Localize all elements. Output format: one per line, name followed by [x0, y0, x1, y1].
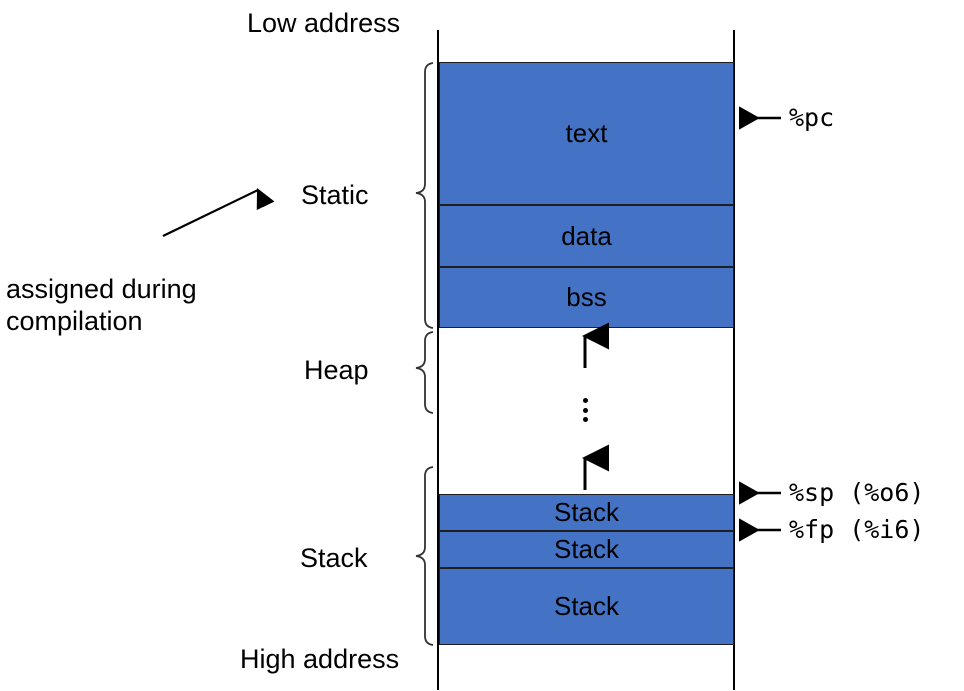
register-label-pc: %pc [789, 103, 835, 132]
brace-stack [415, 466, 434, 646]
annotation-line-1: assigned during [6, 274, 197, 304]
brace-static [415, 62, 434, 329]
left-memory-rail [437, 30, 439, 690]
segment-stack-frame-3-label: Stack [553, 591, 620, 621]
register-label-fp: %fp (%i6) [789, 515, 925, 544]
segment-stack-frame-2-label: Stack [553, 534, 620, 564]
region-label-stack: Stack [300, 543, 368, 573]
segment-stack-frame-3[interactable]: Stack [439, 568, 734, 645]
high-address-label: High address [240, 644, 400, 674]
annotation-pointer-arrow [162, 188, 275, 237]
right-memory-rail [733, 30, 735, 690]
segment-text-label: text [565, 118, 608, 148]
register-label-sp: %sp (%o6) [789, 478, 925, 507]
region-label-static: Static [301, 180, 369, 210]
segment-stack-frame-1[interactable]: Stack [439, 494, 734, 531]
region-label-heap: Heap [304, 355, 369, 385]
segment-data[interactable]: data [439, 205, 734, 267]
segment-bss[interactable]: bss [439, 267, 734, 328]
segment-text[interactable]: text [439, 62, 734, 205]
segment-data-label: data [561, 220, 612, 251]
segment-stack-frame-1-label: Stack [553, 497, 620, 527]
brace-heap [415, 331, 434, 414]
segment-stack-frame-2[interactable]: Stack [439, 531, 734, 568]
heap-gap-ellipsis-icon [582, 398, 588, 422]
annotation-line-2: compilation [6, 306, 143, 336]
low-address-label: Low address [247, 8, 401, 38]
segment-bss-label: bss [566, 282, 607, 312]
